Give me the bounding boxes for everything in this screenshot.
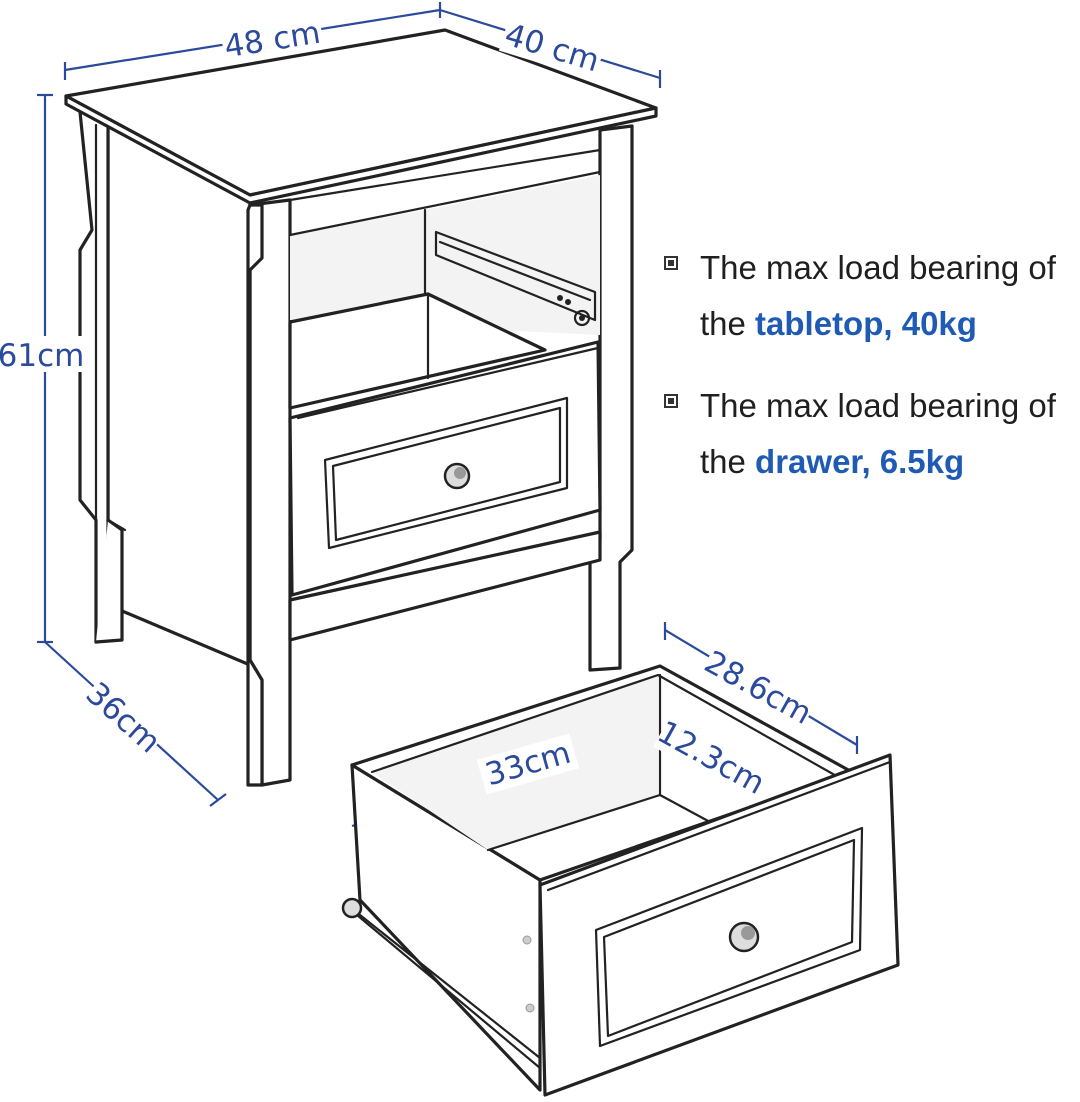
bullet-icon <box>664 394 678 408</box>
removed-drawer-slide <box>341 897 542 1070</box>
feature-drawer: The max load bearing of the drawer, 6.5k… <box>664 378 1080 490</box>
drawer-slide-rail <box>434 230 597 327</box>
feature-line: The max load bearing of <box>700 249 1056 286</box>
feature-prefix: the <box>700 443 756 480</box>
drawer-front <box>288 340 602 597</box>
feature-tabletop: The max load bearing of the tabletop, 40… <box>664 240 1080 352</box>
feature-line: The max load bearing of <box>700 387 1056 424</box>
dim-leg-depth-label: 36cm <box>79 676 168 761</box>
nightstand <box>64 28 658 787</box>
feature-detail: the drawer, 6.5kg <box>700 434 1080 490</box>
feature-prefix: the <box>700 305 756 342</box>
feature-detail: the tabletop, 40kg <box>700 296 1080 352</box>
bullet-icon <box>664 256 678 270</box>
removed-drawer <box>341 664 900 1097</box>
dim-height-label: 61cm <box>0 338 84 374</box>
feature-list: The max load bearing of the tabletop, 40… <box>664 240 1080 516</box>
feature-highlight: drawer, 6.5kg <box>755 443 965 480</box>
feature-highlight: tabletop, 40kg <box>755 305 977 342</box>
